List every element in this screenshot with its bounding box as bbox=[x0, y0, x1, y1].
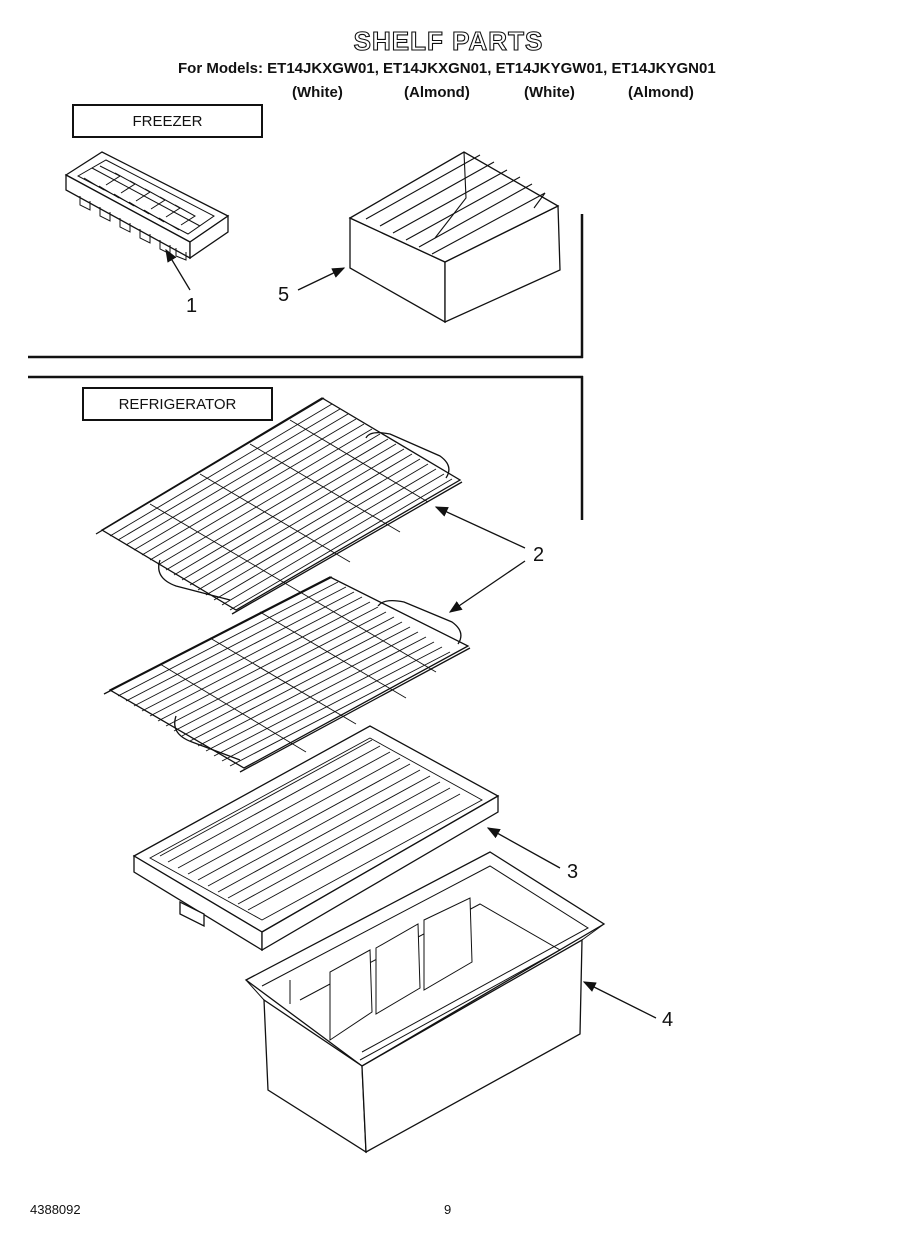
callout-part-3: 3 bbox=[567, 861, 579, 883]
callout-part-2: 2 bbox=[533, 544, 545, 566]
callout-part-4: 4 bbox=[662, 1009, 674, 1031]
page-title: SHELF PARTS bbox=[353, 25, 544, 56]
refrigerator-shelf-part-upper bbox=[95, 397, 463, 615]
document-number: 4388092 bbox=[30, 1202, 81, 1217]
callout-part-1: 1 bbox=[186, 295, 198, 317]
color-label-2: (Almond) bbox=[404, 84, 470, 101]
crisper-cover-part bbox=[132, 725, 500, 952]
freezer-section-label: FREEZER bbox=[72, 104, 263, 138]
refrigerator-shelf-part-lower bbox=[103, 576, 471, 773]
refrigerator-section-label: REFRIGERATOR bbox=[82, 387, 273, 421]
ice-tray-part bbox=[64, 151, 230, 261]
color-label-1: (White) bbox=[292, 84, 343, 101]
freezer-shelf-part bbox=[348, 151, 561, 324]
color-label-4: (Almond) bbox=[628, 84, 694, 101]
refrigerator-frame bbox=[28, 375, 584, 520]
crisper-pan-part bbox=[244, 851, 606, 1154]
color-label-3: (White) bbox=[524, 84, 575, 101]
callout-part-5: 5 bbox=[278, 284, 290, 306]
page-number: 9 bbox=[444, 1202, 452, 1217]
freezer-frame bbox=[28, 214, 584, 359]
model-list: For Models: ET14JKXGW01, ET14JKXGN01, ET… bbox=[178, 60, 716, 77]
